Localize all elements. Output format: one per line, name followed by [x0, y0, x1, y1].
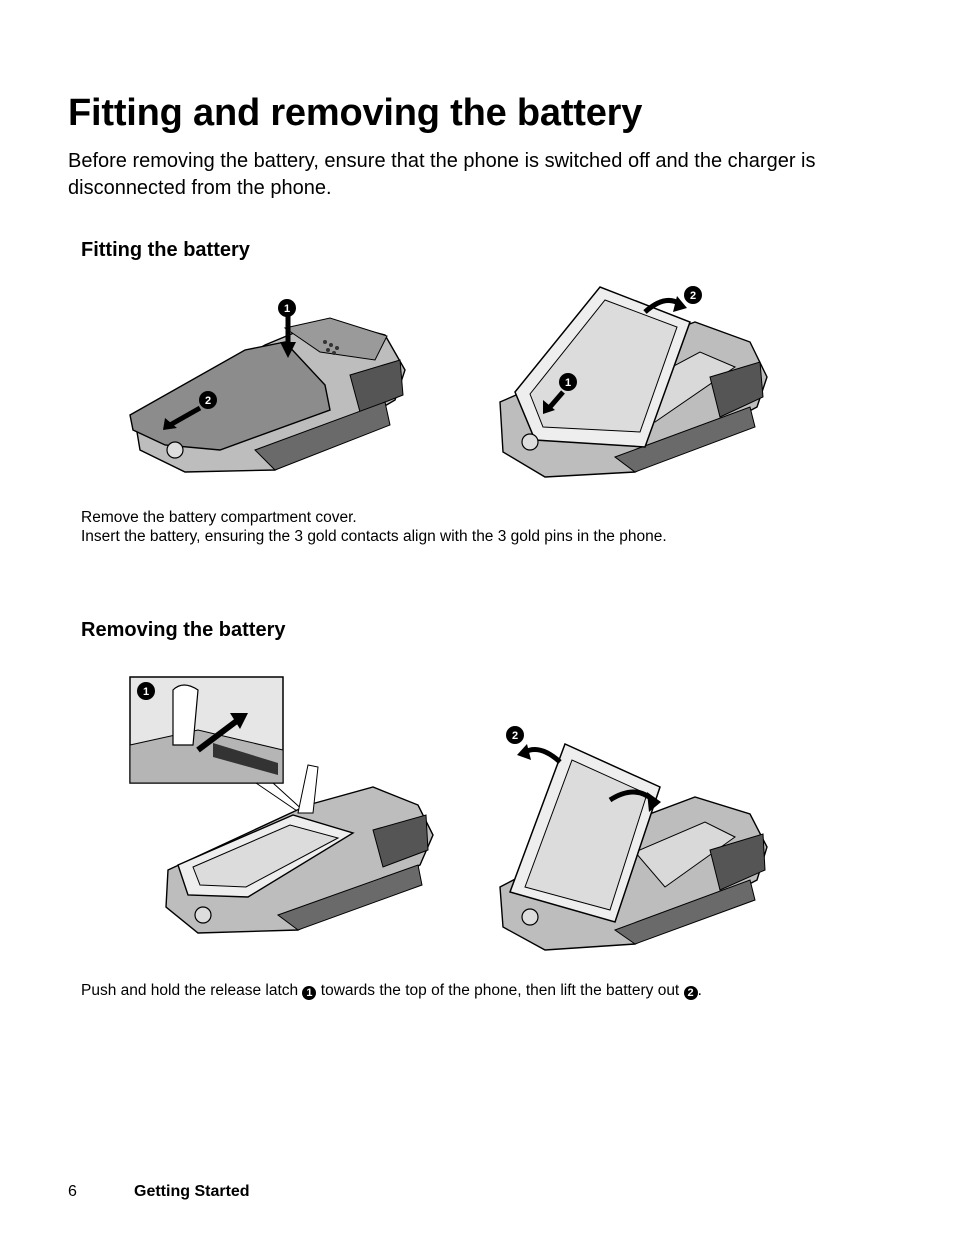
- removing-heading: Removing the battery: [81, 619, 286, 641]
- step-marker-1: 1: [302, 986, 317, 1000]
- step-badge-2b: 2: [690, 290, 696, 302]
- step-badge-latch: 1: [143, 686, 149, 698]
- removing-caption-part-2: towards the top of the phone, then lift …: [320, 982, 680, 999]
- removing-caption-end: .: [697, 982, 702, 999]
- page-title: Fitting and removing the battery: [68, 92, 643, 134]
- removing-caption-part-1: Push and hold the release latch: [81, 982, 299, 999]
- step-badge-1: 1: [284, 303, 290, 315]
- removing-illustration-lift: 2: [499, 726, 768, 951]
- step-marker-2: 2: [683, 986, 698, 1000]
- step-badge-lift: 2: [512, 730, 518, 742]
- step-badge-2: 2: [205, 395, 211, 407]
- footer-section-title: Getting Started: [134, 1183, 250, 1200]
- page-number: 6: [68, 1183, 77, 1200]
- fitting-caption-2: Insert the battery, ensuring the 3 gold …: [81, 528, 667, 545]
- removing-caption: Push and hold the release latch 1 toward…: [81, 981, 881, 1000]
- removing-illustration-latch: 1: [129, 676, 434, 934]
- fitting-illustration-cover: 1 2: [129, 299, 406, 473]
- step-badge-1b: 1: [565, 377, 571, 389]
- fitting-caption-1: Remove the battery compartment cover.: [81, 509, 357, 526]
- fitting-illustration-insert: 1 2: [499, 286, 768, 478]
- intro-paragraph: Before removing the battery, ensure that…: [68, 150, 816, 199]
- fitting-heading: Fitting the battery: [81, 239, 250, 261]
